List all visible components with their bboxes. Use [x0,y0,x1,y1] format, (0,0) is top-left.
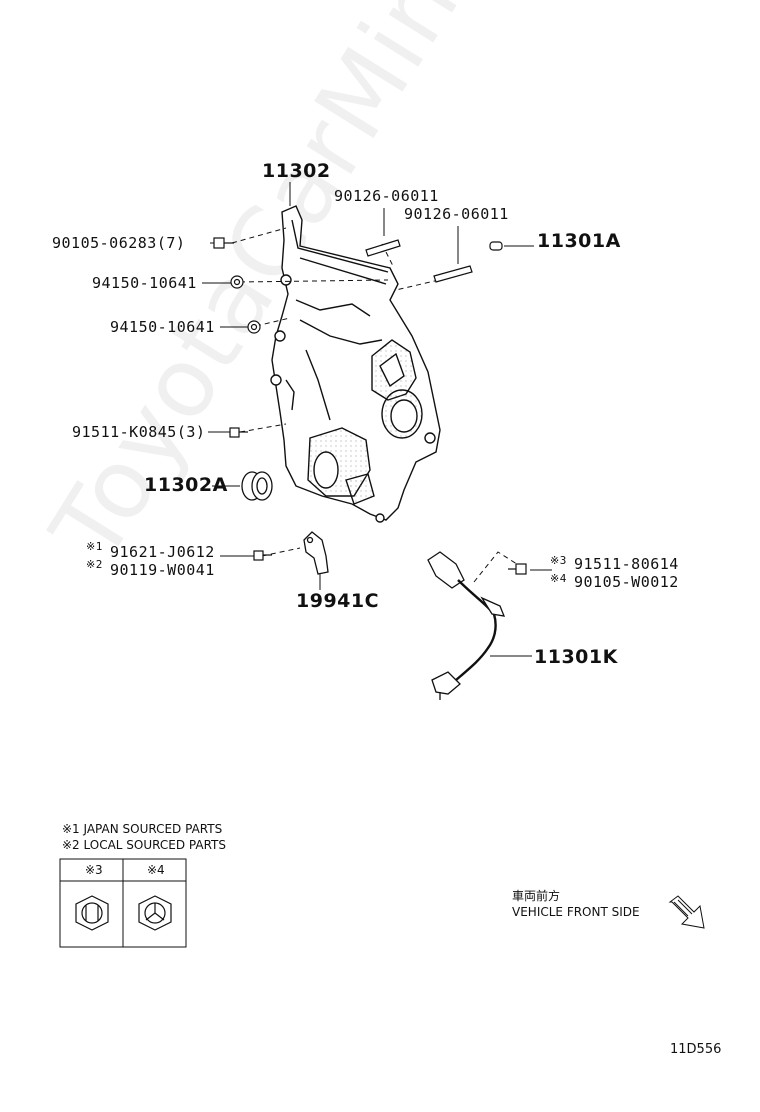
diagram-code: 11D556 [670,1042,722,1057]
legend-col-3: ※3 [85,863,103,877]
front-direction-arrow-icon [668,895,705,929]
label-11301k: 11301K [534,646,618,668]
legend-note-local: ※2 LOCAL SOURCED PARTS [62,838,226,852]
label-94150-10641-a: 94150-10641 [92,274,197,292]
label-90119-w0041: 90119-W0041 [110,561,215,579]
label-11302a: 11302A [144,474,228,496]
legend-note-japan: ※1 JAPAN SOURCED PARTS [62,822,223,836]
mark-2: ※2 [86,558,103,571]
label-91621-j0612: 91621-J0612 [110,543,215,561]
timing-chain-cover [270,205,441,523]
label-94150-10641-b: 94150-10641 [110,318,215,336]
crank-position-sensor-11301k [427,551,506,700]
mark-3: ※3 [550,554,567,567]
nut-94150-lower [247,320,261,334]
legend-table [59,858,187,948]
nut-94150-upper [230,275,244,289]
stud-bolt-90126-b [433,265,473,283]
stud-bolt-90126-a [365,239,401,257]
hex-bolt-head-icon [75,895,109,931]
label-91511-k0845: 91511-K0845(3) [72,423,206,441]
solid-leaders [202,182,552,657]
bolt-90105-06283 [213,237,234,249]
front-side-jp: 車両前方 [512,889,561,903]
oil-seal-11302a [241,471,273,501]
label-11302: 11302 [262,160,331,182]
bolt-91621-j0612 [253,550,272,561]
bolt-91511-80614 [508,563,527,575]
bracket-19941c [303,531,329,575]
label-90126-06011-b: 90126-06011 [404,205,509,223]
mark-1: ※1 [86,540,103,553]
label-91511-80614: 91511-80614 [574,555,679,573]
hex-bolt-head-variant-icon [138,895,172,931]
label-90105-w0012: 90105-W0012 [574,573,679,591]
dowel-pin-11301a [489,241,503,251]
label-90126-06011-a: 90126-06011 [334,187,439,205]
mark-4: ※4 [550,572,567,585]
legend-col-4: ※4 [147,863,165,877]
label-19941c: 19941C [296,590,380,612]
bolt-91511-k0845 [229,427,248,438]
label-90105-06283: 90105-06283(7) [52,234,186,252]
label-11301a: 11301A [537,230,621,252]
front-side-en: VEHICLE FRONT SIDE [512,905,640,919]
